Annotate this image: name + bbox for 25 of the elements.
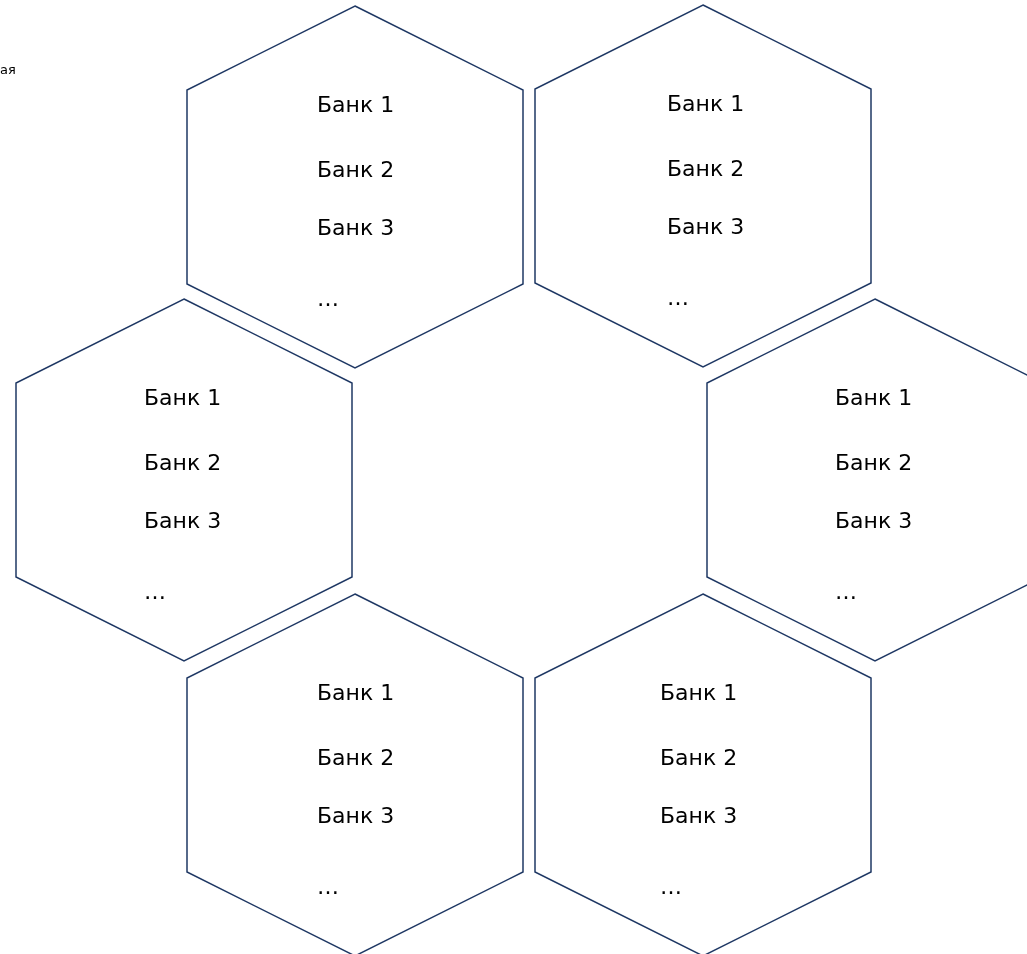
ellipsis: … (317, 874, 339, 900)
ellipsis: … (667, 285, 689, 311)
bank-name: Банк 2 (835, 450, 913, 476)
bank-name: Банк 3 (317, 803, 395, 829)
bank-name: Банк 1 (667, 91, 745, 117)
ellipsis: … (144, 579, 166, 605)
bank-name: Банк 3 (835, 508, 913, 534)
ellipsis: … (660, 874, 682, 900)
bank-name: Банк 1 (835, 385, 913, 411)
bank-name: Банк 1 (317, 680, 395, 706)
bank-name: Банк 3 (667, 214, 745, 240)
bank-name: Банк 2 (317, 745, 395, 771)
ellipsis: … (835, 579, 857, 605)
bank-name: Банк 1 (317, 92, 395, 118)
ellipsis: … (317, 286, 339, 312)
bank-name: Банк 2 (667, 156, 745, 182)
note-text: ая (0, 62, 16, 77)
bank-name: Банк 3 (144, 508, 222, 534)
bank-name: Банк 2 (317, 157, 395, 183)
bank-name: Банк 2 (144, 450, 222, 476)
bank-name: Банк 2 (660, 745, 738, 771)
bank-name: Банк 1 (144, 385, 222, 411)
bank-name: Банк 3 (317, 215, 395, 241)
bank-name: Банк 1 (660, 680, 738, 706)
bank-name: Банк 3 (660, 803, 738, 829)
